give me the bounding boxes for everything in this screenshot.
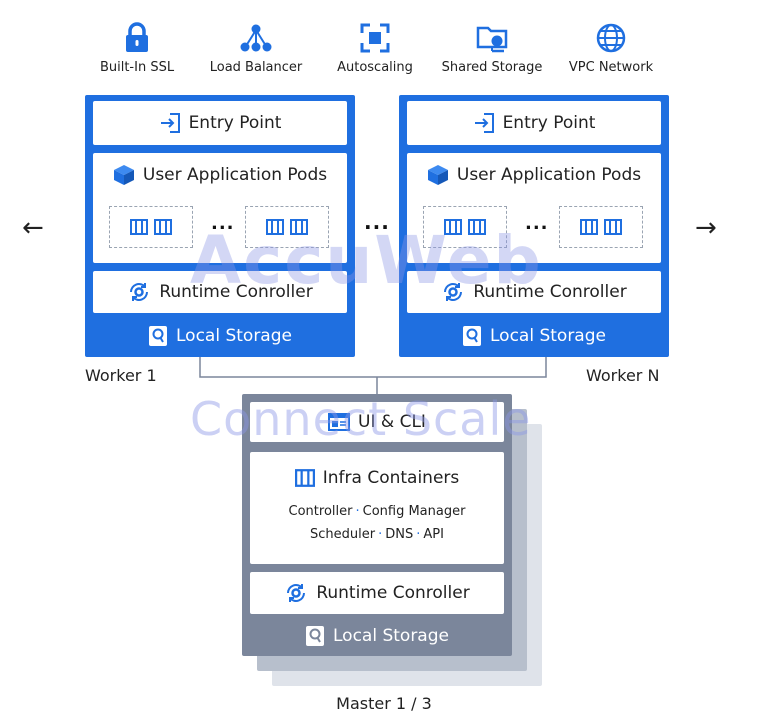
container-icon	[266, 219, 284, 235]
feature-label: Autoscaling	[337, 60, 413, 75]
pod	[245, 206, 329, 248]
container-icon	[130, 219, 148, 235]
worker-n-label: Worker N	[586, 366, 660, 385]
local-storage-bar: Local Storage	[85, 315, 355, 357]
feature-label: Load Balancer	[209, 60, 303, 75]
local-storage-bar: Local Storage	[399, 315, 669, 357]
ui-cli-panel: UI & CLI	[250, 402, 504, 442]
container-icon	[294, 469, 315, 487]
master-node: UI & CLI Infra Containers Controller·Con…	[242, 394, 512, 656]
runtime-controller-panel: Runtime Conroller	[407, 271, 661, 313]
disk-icon	[149, 326, 167, 346]
container-icon	[154, 219, 172, 235]
user-pods-panel: User Application Pods ...	[93, 153, 347, 263]
separator: ·	[378, 527, 383, 542]
user-pods-panel: User Application Pods ...	[407, 153, 661, 263]
component-controller: Controller	[288, 504, 353, 519]
browser-window-icon	[328, 413, 351, 431]
enter-icon	[160, 113, 180, 133]
left-arrow-icon: ←	[22, 213, 44, 243]
infra-containers-panel: Infra Containers Controller·Config Manag…	[250, 452, 504, 564]
enter-icon	[474, 113, 494, 133]
gear-cycle-icon	[444, 283, 463, 301]
watermark-tagline: Connect Scale	[190, 392, 532, 446]
cube-icon	[113, 165, 134, 185]
component-api: API	[423, 527, 444, 542]
component-dns: DNS	[385, 527, 414, 542]
workers-ellipsis: ...	[364, 210, 390, 234]
gear-cycle-icon	[130, 283, 149, 301]
globe-icon	[596, 23, 626, 53]
expand-icon	[360, 23, 390, 53]
worker-1-label: Worker 1	[85, 366, 157, 385]
separator: ·	[416, 527, 421, 542]
runtime-controller-label: Runtime Conroller	[159, 282, 313, 302]
master-local-storage-bar: Local Storage	[242, 616, 512, 656]
disk-icon	[306, 626, 324, 646]
pods-title-label: User Application Pods	[456, 165, 642, 185]
lock-icon	[126, 22, 148, 52]
network-nodes-icon	[240, 24, 272, 52]
runtime-controller-label: Runtime Conroller	[473, 282, 627, 302]
ui-cli-label: UI & CLI	[358, 412, 426, 432]
pod	[109, 206, 193, 248]
container-icon	[290, 219, 308, 235]
local-storage-label: Local Storage	[333, 626, 449, 646]
feature-shared-storage: Shared Storage	[432, 22, 552, 75]
worker-1: Entry Point User Application Pods ...	[85, 95, 355, 357]
feature-built-in-ssl: Built-In SSL	[77, 22, 197, 75]
feature-label: Shared Storage	[441, 60, 543, 75]
container-icon	[468, 219, 486, 235]
pods-ellipsis: ...	[525, 213, 549, 234]
pod	[559, 206, 643, 248]
master-runtime-controller-panel: Runtime Conroller	[250, 572, 504, 614]
component-config-manager: Config Manager	[362, 504, 466, 519]
feature-label: Built-In SSL	[99, 60, 175, 75]
gear-cycle-icon	[287, 584, 306, 602]
pods-ellipsis: ...	[211, 213, 235, 234]
separator: ·	[355, 504, 360, 519]
feature-label: VPC Network	[568, 60, 654, 75]
infra-components-line-2: Scheduler·DNS·API	[250, 527, 504, 542]
entry-point-panel: Entry Point	[93, 101, 347, 145]
runtime-controller-panel: Runtime Conroller	[93, 271, 347, 313]
entry-point-label: Entry Point	[502, 113, 596, 133]
folder-share-icon	[476, 26, 508, 53]
disk-icon	[463, 326, 481, 346]
container-icon	[580, 219, 598, 235]
infra-title-label: Infra Containers	[322, 468, 460, 488]
runtime-controller-label: Runtime Conroller	[316, 583, 470, 603]
feature-vpc-network: VPC Network	[551, 22, 671, 75]
local-storage-label: Local Storage	[490, 326, 606, 346]
master-label: Master 1 / 3	[336, 694, 432, 713]
local-storage-label: Local Storage	[176, 326, 292, 346]
pod	[423, 206, 507, 248]
component-scheduler: Scheduler	[310, 527, 376, 542]
entry-point-panel: Entry Point	[407, 101, 661, 145]
entry-point-label: Entry Point	[188, 113, 282, 133]
right-arrow-icon: →	[695, 213, 717, 243]
cube-icon	[427, 165, 448, 185]
feature-load-balancer: Load Balancer	[196, 22, 316, 75]
feature-autoscaling: Autoscaling	[315, 22, 435, 75]
infra-components-line-1: Controller·Config Manager	[250, 504, 504, 519]
container-icon	[444, 219, 462, 235]
pods-title-label: User Application Pods	[142, 165, 328, 185]
watermark-logo-text: AccuWeb	[190, 222, 543, 299]
container-icon	[604, 219, 622, 235]
worker-n: Entry Point User Application Pods ...	[399, 95, 669, 357]
